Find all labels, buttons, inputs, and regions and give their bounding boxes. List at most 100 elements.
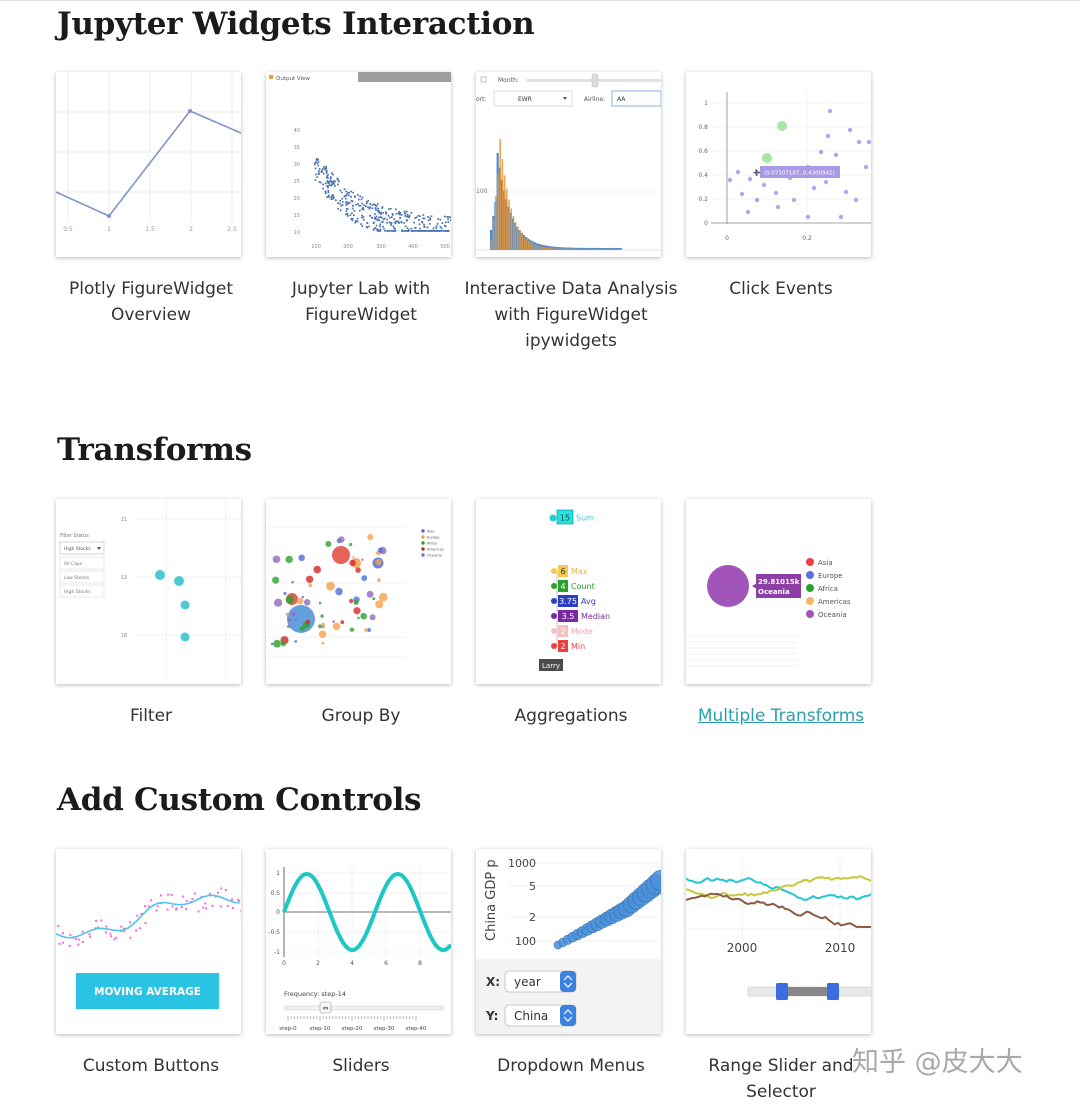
custom-buttons-point bbox=[226, 905, 229, 907]
caption-multiple-transforms-link[interactable]: Multiple Transforms bbox=[697, 706, 865, 726]
lab-point bbox=[427, 219, 430, 222]
lab-point bbox=[318, 172, 320, 174]
groupby-bubble bbox=[274, 598, 283, 607]
lab-point bbox=[378, 216, 380, 219]
filter-option-label: All Caps bbox=[64, 561, 83, 567]
range-xtick: 2000 bbox=[727, 941, 758, 955]
caption-dropdown-menus[interactable]: Dropdown Menus bbox=[497, 1056, 645, 1076]
caption-interactive-data-analysis[interactable]: Interactive Data Analysis with FigureWid… bbox=[464, 279, 678, 351]
sliders-sine-curve bbox=[282, 871, 451, 952]
click-xtick: 0 bbox=[725, 235, 729, 242]
sliders-ytick: -1 bbox=[274, 949, 280, 956]
lab-point bbox=[351, 204, 354, 207]
thumbnail-range-slider[interactable]: 2000 2010 bbox=[686, 849, 871, 1034]
lab-point bbox=[410, 212, 413, 214]
thumbnail-sliders[interactable]: 1 0.5 0 -0.5 -1 0 2 4 6 8 Frequency: ste… bbox=[266, 849, 451, 1034]
custom-buttons-point bbox=[144, 905, 147, 908]
lab-point bbox=[375, 205, 378, 207]
lab-point bbox=[326, 196, 328, 198]
lab-point bbox=[351, 207, 354, 210]
lab-ytick: 30 bbox=[294, 162, 300, 168]
ida-bar bbox=[517, 226, 519, 250]
custom-buttons-point bbox=[123, 927, 126, 930]
lab-point bbox=[377, 230, 379, 232]
groupby-bubble bbox=[318, 624, 323, 629]
thumbnail-dropdown-menus[interactable]: China GDP p 1000 5 2 100 X: year Y: Chin… bbox=[476, 849, 661, 1034]
click-ytick: 0.6 bbox=[698, 148, 708, 155]
frequency-slider-label: Frequency: step-14 bbox=[284, 990, 346, 998]
filter-option bbox=[59, 584, 105, 598]
caption-range-slider[interactable]: Range Slider and Selector bbox=[708, 1056, 854, 1102]
thumbnail-figurewidget-overview[interactable]: 0.5 1 1.5 2 2.5 bbox=[56, 72, 241, 257]
caption-custom-buttons[interactable]: Custom Buttons bbox=[82, 1056, 220, 1076]
ida-bar bbox=[506, 188, 508, 250]
lab-point bbox=[410, 227, 413, 230]
groupby-bubble bbox=[287, 624, 291, 629]
ida-histogram-bars bbox=[490, 139, 622, 250]
agg-label: Count bbox=[571, 582, 595, 591]
lab-point bbox=[418, 223, 421, 226]
ida-bar bbox=[596, 249, 598, 250]
lab-point bbox=[362, 206, 364, 209]
sliders-ytick: 0.5 bbox=[270, 890, 280, 897]
range-slider-selection bbox=[783, 987, 835, 996]
thumbnail-group-by[interactable]: Asia Europe Africa Americas Oceania bbox=[266, 499, 451, 684]
lab-point bbox=[385, 212, 388, 215]
ida-bar bbox=[547, 247, 550, 250]
range-series-line bbox=[686, 892, 871, 929]
lab-point bbox=[400, 214, 403, 216]
groupby-bubble bbox=[321, 641, 325, 645]
lab-point bbox=[341, 197, 344, 200]
lab-point bbox=[378, 230, 381, 232]
lab-point bbox=[441, 230, 443, 232]
lab-point bbox=[327, 194, 330, 197]
groupby-bubble bbox=[308, 583, 313, 588]
lab-point bbox=[379, 225, 381, 228]
lab-point bbox=[327, 186, 329, 189]
thumbnail-custom-buttons[interactable]: MOVING AVERAGE bbox=[56, 849, 241, 1034]
lab-point bbox=[448, 216, 450, 218]
custom-buttons-point bbox=[209, 892, 211, 895]
lab-ytick: 40 bbox=[294, 128, 300, 134]
lab-point bbox=[314, 179, 317, 181]
thumbnail-click-events[interactable]: 1 0.8 0.6 0.4 0.2 0 0 0.2 (0.07107187, 0… bbox=[686, 72, 871, 257]
ida-ytick: 100 bbox=[476, 188, 488, 195]
lab-point bbox=[438, 230, 440, 232]
groupby-bubble bbox=[361, 575, 368, 581]
caption-group-by[interactable]: Group By bbox=[321, 706, 401, 726]
caption-sliders[interactable]: Sliders bbox=[332, 1056, 390, 1076]
groupby-bubble bbox=[352, 556, 355, 559]
caption-click-events[interactable]: Click Events bbox=[729, 279, 833, 299]
agg-value-box bbox=[558, 565, 568, 577]
dropdown-ytick: 1000 bbox=[508, 857, 536, 870]
lab-point bbox=[374, 213, 376, 215]
lab-ytick: 35 bbox=[294, 145, 300, 151]
lab-point bbox=[315, 159, 318, 161]
custom-buttons-point bbox=[78, 938, 81, 941]
lab-point bbox=[449, 216, 451, 219]
filter-ytick: 13 bbox=[121, 575, 127, 581]
ida-bar bbox=[534, 244, 537, 250]
thumbnail-jupyter-lab[interactable]: Output View 40 35 30 25 20 15 10 100 200… bbox=[266, 72, 451, 257]
ida-bar bbox=[613, 249, 616, 250]
thumbnail-filter[interactable]: Filter Status High Stocks All Caps Low S… bbox=[56, 499, 241, 684]
lab-point bbox=[346, 215, 349, 217]
lab-point bbox=[375, 228, 378, 230]
caption-jupyter-lab[interactable]: Jupyter Lab with FigureWidget bbox=[291, 279, 431, 325]
dropdown-ytick: 2 bbox=[529, 911, 536, 924]
lab-point bbox=[393, 230, 396, 232]
caption-figurewidget-overview[interactable]: Plotly FigureWidget Overview bbox=[69, 279, 233, 325]
lab-point bbox=[381, 207, 383, 209]
caption-aggregations[interactable]: Aggregations bbox=[514, 706, 628, 726]
thumbnail-interactive-data-analysis[interactable]: Month: ort: EWR Airline: AA 100 bbox=[476, 72, 661, 257]
lab-point bbox=[386, 221, 388, 224]
lab-point bbox=[326, 181, 329, 184]
click-ytick: 0.2 bbox=[698, 196, 708, 203]
lab-point bbox=[390, 230, 393, 232]
thumbnail-multiple-transforms[interactable]: 29.81015k Oceania Asia Europe Africa Ame… bbox=[686, 499, 871, 684]
ida-bar bbox=[602, 249, 605, 250]
groupby-bubble bbox=[318, 630, 327, 638]
caption-filter[interactable]: Filter bbox=[129, 706, 173, 726]
ida-bar bbox=[492, 218, 495, 250]
